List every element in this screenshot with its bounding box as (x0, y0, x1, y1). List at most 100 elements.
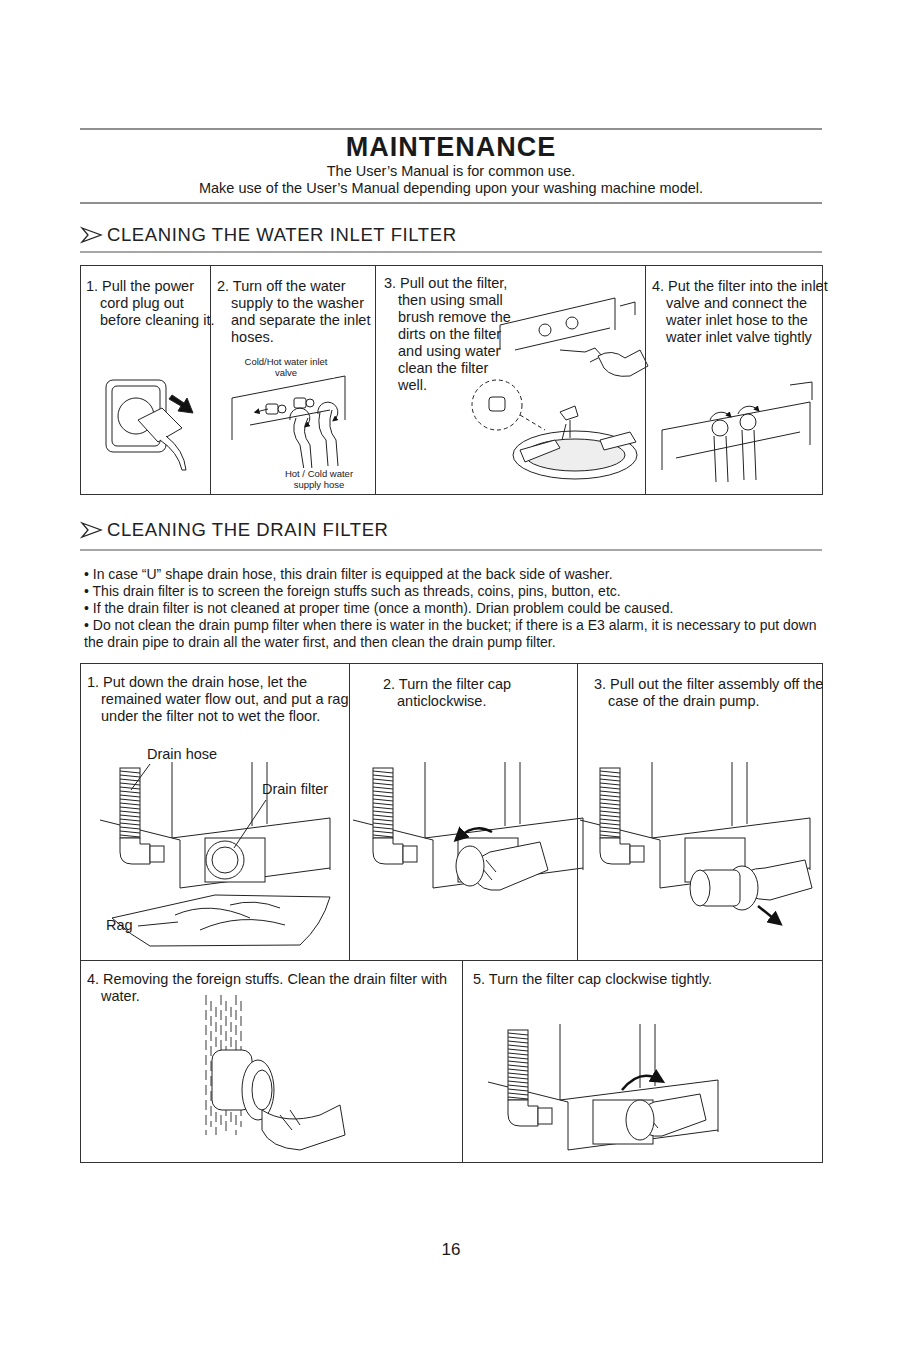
direction-arrow (758, 906, 778, 922)
washer-base (373, 815, 393, 817)
washer-base (373, 819, 393, 821)
note-bullet: • In case “U” shape drain hose, this dra… (84, 566, 826, 583)
washer-base (600, 791, 620, 793)
washer-base (120, 823, 140, 825)
washer-base (373, 795, 393, 797)
washer-base (373, 779, 393, 781)
filter-cleaning (472, 380, 522, 430)
washer-base (488, 1024, 718, 1150)
washer-base (600, 815, 620, 817)
leader-line (138, 922, 178, 926)
inlet-valves (232, 376, 345, 470)
washer-base (373, 807, 393, 809)
washer-base (508, 1097, 528, 1099)
note-bullet: • This drain filter is to screen the for… (84, 583, 826, 600)
socket-plug (169, 395, 193, 413)
washer-base (353, 762, 583, 888)
washer-base (373, 803, 393, 805)
filter-washing (252, 1070, 272, 1110)
filter-cleaning (513, 431, 637, 479)
step-panel: 1. Put down the drain hose, let the rema… (80, 663, 350, 961)
socket-plug (106, 380, 193, 470)
step-text: 4. Removing the foreign stuffs. Clean th… (87, 971, 471, 1005)
socket-plug (138, 408, 182, 442)
filter-cleaning (539, 324, 551, 336)
inlet-valves (290, 408, 310, 426)
note-bullet: • Do not clean the drain pump filter whe… (84, 617, 826, 650)
washer-base (508, 1089, 528, 1091)
washer-base (120, 768, 140, 838)
washer-base (120, 799, 140, 801)
washer-base (593, 1100, 653, 1144)
rules (80, 550, 822, 551)
washer-base (600, 775, 620, 777)
step-panel: 3. Pull out the filter, then using small… (375, 265, 646, 495)
page-number: 16 (420, 1240, 482, 1260)
step-text: 1. Pull the power cord plug out before c… (86, 278, 222, 329)
washer-base (120, 787, 140, 789)
part-label: Cold/Hot water inlet valve (238, 356, 334, 378)
leader-line (131, 764, 266, 926)
drain-filter-cap (456, 846, 758, 1140)
hose-connection (662, 382, 812, 470)
step-text: 4. Put the filter into the inlet valve a… (652, 278, 834, 346)
part-label: Rag (106, 917, 146, 934)
washer-base (488, 1024, 718, 1150)
heading-arrow (82, 523, 101, 537)
washer-base (508, 1073, 528, 1075)
washer-base (508, 1049, 528, 1051)
washer-base (600, 771, 620, 773)
filter-washing (206, 995, 345, 1150)
filter-cleaning (560, 348, 602, 362)
washer-base (538, 1108, 552, 1124)
washer-base (373, 827, 393, 829)
washer-base (508, 1085, 528, 1087)
heading-arrow (82, 228, 101, 242)
inlet-valves (256, 409, 268, 412)
washer-base (600, 811, 620, 813)
washer-base (600, 787, 620, 789)
washer-base (373, 823, 393, 825)
filter-cleaning (500, 298, 635, 350)
drain-filter-cap (456, 846, 484, 886)
leader-line (234, 800, 266, 848)
washer-base (508, 1037, 528, 1039)
washer-base (120, 795, 140, 797)
washer-base (600, 819, 620, 821)
washer-base (600, 831, 620, 833)
washer-base (373, 771, 393, 773)
hand (474, 842, 812, 1136)
filter-cleaning (489, 397, 505, 411)
washer-base (120, 783, 140, 785)
filter-washing (206, 995, 207, 1135)
washer-base (630, 846, 644, 862)
washer-base (373, 831, 393, 833)
step-panel: 4. Removing the foreign stuffs. Clean th… (80, 960, 463, 1163)
filter-cleaning (520, 432, 636, 462)
washer-base (353, 762, 583, 888)
heading-arrow (82, 228, 101, 537)
part-label: Hot / Cold water supply hose (272, 468, 366, 490)
washer-base (508, 1033, 528, 1035)
washer-base (373, 791, 393, 793)
page-title: MAINTENANCE (80, 132, 822, 162)
washer-base (508, 1077, 528, 1079)
washer-base (120, 815, 140, 817)
subtitle: The User’s Manual is for common use. (80, 163, 822, 180)
leader-line (131, 764, 150, 790)
filter-washing (262, 1105, 345, 1150)
inlet-valves (306, 399, 314, 407)
washer-base (120, 775, 140, 777)
subtitle: Make use of the User’s Manual depending … (80, 180, 822, 197)
washer-base (100, 762, 330, 888)
washer-base (373, 787, 393, 789)
washer-base (600, 827, 620, 829)
filter-washing (280, 1110, 300, 1130)
washer-base (120, 771, 140, 773)
direction-arrow (622, 1076, 660, 1090)
washer-base (100, 762, 330, 888)
step-panel: 1. Pull the power cord plug out before c… (80, 265, 211, 495)
washer-base (212, 847, 238, 873)
washer-base (508, 1065, 528, 1067)
rules (80, 252, 822, 253)
